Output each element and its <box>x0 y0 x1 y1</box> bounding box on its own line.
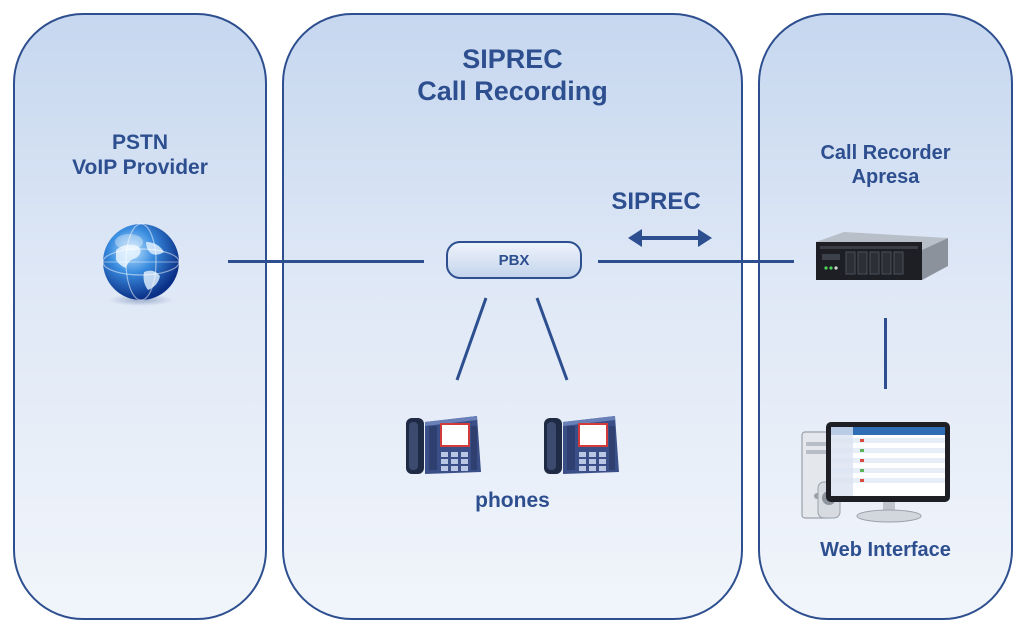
diagram-title: SIPREC Call Recording <box>282 44 743 108</box>
desktop-computer-icon <box>801 422 950 523</box>
recorder-line-1: Call Recorder <box>820 142 951 164</box>
pstn-label: PSTN VoIP Provider <box>13 130 267 180</box>
siprec-panel <box>282 13 743 620</box>
siprec-link-label: SIPREC <box>611 188 701 215</box>
server-icon <box>816 232 948 280</box>
phone-connectors <box>455 297 569 381</box>
globe-icon <box>102 223 180 306</box>
title-line-2: Call Recording <box>417 75 608 106</box>
pbx-label: PBX <box>498 251 530 269</box>
title-line-1: SIPREC <box>462 44 563 74</box>
pstn-panel <box>13 13 267 620</box>
double-arrow-icon <box>628 229 712 247</box>
phones-label: phones <box>475 489 550 512</box>
pstn-pbx-connector <box>228 260 424 263</box>
desk-phone-icon <box>406 416 481 474</box>
recorder-line-2: Apresa <box>851 166 920 188</box>
pbx-recorder-connector <box>598 260 794 263</box>
recorder-label: Call Recorder Apresa <box>758 141 1013 189</box>
pstn-line-1: PSTN <box>111 131 168 154</box>
recorder-panel <box>758 13 1013 620</box>
web-interface-label: Web Interface <box>820 539 951 561</box>
pbx-node: PBX <box>446 241 582 279</box>
desk-phone-icon <box>544 416 619 474</box>
recorder-web-connector <box>884 318 887 389</box>
pstn-line-2: VoIP Provider <box>72 156 208 180</box>
